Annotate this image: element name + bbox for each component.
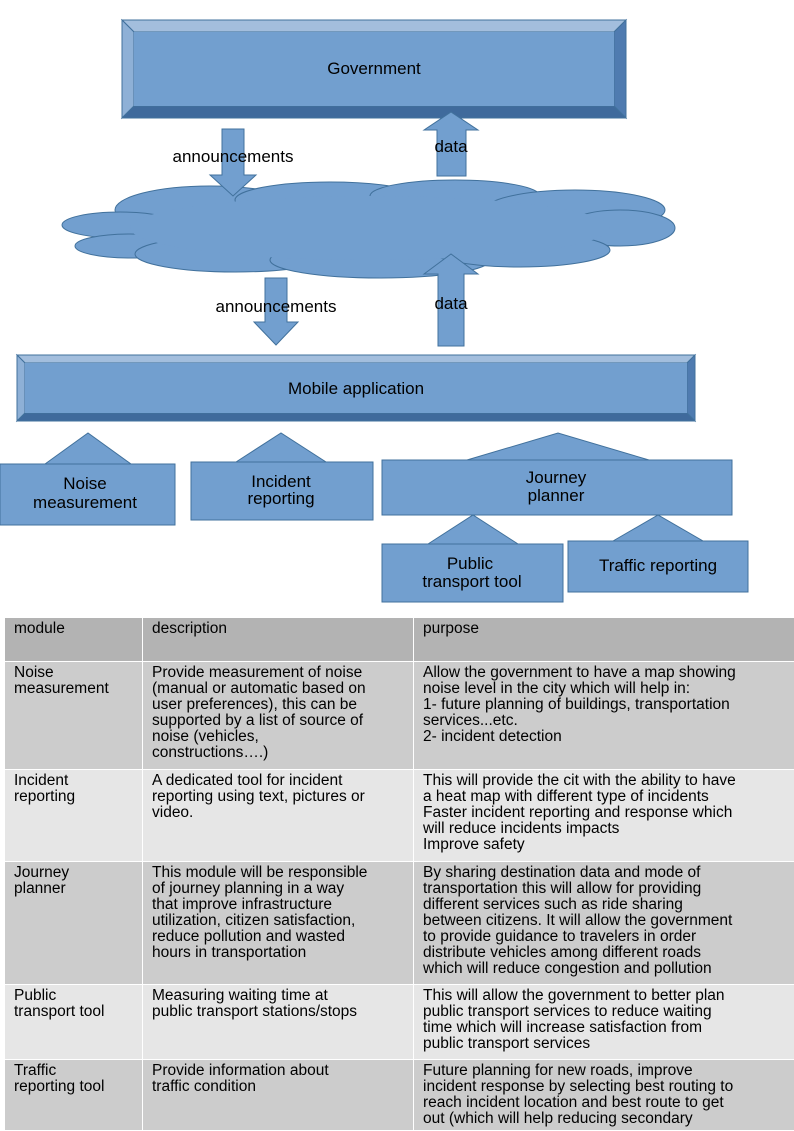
noise-measurement-label-1: Noise (63, 474, 106, 493)
incident-arrow (236, 433, 326, 462)
header-purpose: purpose (414, 618, 794, 662)
table-row: Incident reporting A dedicated tool for … (5, 770, 794, 862)
table-header-row: module description purpose (5, 618, 794, 662)
cell-purpose: By sharing destination data and mode of … (414, 862, 794, 985)
journey-arrow (467, 433, 649, 460)
cell-module: Public transport tool (5, 985, 143, 1060)
government-box: Government (122, 20, 626, 118)
public-transport-arrow (428, 515, 518, 544)
announcements-label-bottom: announcements (216, 297, 337, 316)
journey-planner-label-1: Journey (526, 468, 587, 487)
cell-description: A dedicated tool for incident reporting … (143, 770, 414, 862)
journey-planner-label-2: planner (528, 486, 585, 505)
cell-description: Measuring waiting time at public transpo… (143, 985, 414, 1060)
cell-module: Journey planner (5, 862, 143, 985)
cell-description: This module will be responsible of journ… (143, 862, 414, 985)
cell-purpose: This will allow the government to better… (414, 985, 794, 1060)
header-module: module (5, 618, 143, 662)
cell-module: Traffic reporting tool (5, 1060, 143, 1131)
architecture-diagram: Government announcements data announceme… (0, 0, 794, 610)
cell-description: Provide information about traffic condit… (143, 1060, 414, 1131)
public-transport-label-1: Public (447, 554, 494, 573)
mobile-application-box: Mobile application (17, 355, 695, 421)
noise-arrow (45, 433, 131, 464)
cloud-shape (62, 180, 675, 278)
noise-measurement-label-2: measurement (33, 493, 137, 512)
cell-description: Provide measurement of noise (manual or … (143, 662, 414, 770)
incident-reporting-label-2: reporting (247, 489, 314, 508)
modules-table: module description purpose Noise measure… (4, 617, 794, 1131)
mobile-application-label: Mobile application (288, 379, 424, 398)
data-label-bottom: data (434, 294, 468, 313)
government-label: Government (327, 59, 421, 78)
table-row: Traffic reporting tool Provide informati… (5, 1060, 794, 1131)
table-row: Public transport tool Measuring waiting … (5, 985, 794, 1060)
cell-purpose: This will provide the cit with the abili… (414, 770, 794, 862)
public-transport-label-2: transport tool (422, 572, 521, 591)
cell-purpose: Future planning for new roads, improve i… (414, 1060, 794, 1131)
cell-module: Incident reporting (5, 770, 143, 862)
table-row: Journey planner This module will be resp… (5, 862, 794, 985)
traffic-arrow (613, 515, 703, 541)
table-row: Noise measurement Provide measurement of… (5, 662, 794, 770)
traffic-reporting-label: Traffic reporting (599, 556, 717, 575)
cell-module: Noise measurement (5, 662, 143, 770)
header-description: description (143, 618, 414, 662)
announcements-label-top: announcements (173, 147, 294, 166)
cell-purpose: Allow the government to have a map showi… (414, 662, 794, 770)
data-label-top: data (434, 137, 468, 156)
